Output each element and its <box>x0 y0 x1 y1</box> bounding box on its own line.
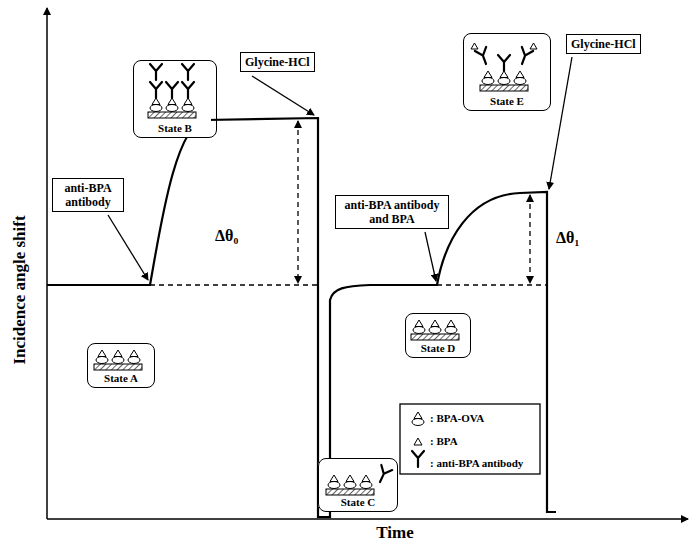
svg-use <box>475 47 492 66</box>
svg-use <box>166 82 178 98</box>
svg-use <box>411 320 459 340</box>
y-axis <box>46 8 48 519</box>
legend-text: : BPA-OVA <box>430 411 484 425</box>
legend-text: : anti-BPA antibody <box>430 456 523 470</box>
sensorgram-curve <box>47 118 556 517</box>
svg-use <box>182 64 194 80</box>
legend-frame <box>400 404 540 474</box>
callout-pointer <box>549 57 572 189</box>
svg-use <box>182 82 194 98</box>
callout-pointer <box>425 232 436 281</box>
state-box: State D <box>405 313 471 358</box>
legend-sample-bpa <box>414 438 422 445</box>
callout-box: anti-BPA antibody <box>52 178 124 212</box>
svg-polygon <box>530 43 537 49</box>
callout-text: Glycine-HCl <box>571 37 636 51</box>
callout-box: anti-BPA antibody and BPA <box>335 195 449 229</box>
delta-label: Δθ₀ <box>215 226 238 245</box>
svg-polygon <box>471 43 478 49</box>
svg-use <box>480 71 528 91</box>
state-label: State C <box>319 496 397 509</box>
callout-box: Glycine-HCl <box>240 52 315 72</box>
state-label: State B <box>134 122 216 135</box>
state-label: State A <box>88 372 154 385</box>
svg-use <box>150 82 162 98</box>
state-c-illustration <box>326 465 392 495</box>
state-d-illustration <box>411 320 459 340</box>
legend-sample-bpa-ova <box>412 412 424 426</box>
svg-polygon <box>414 412 422 419</box>
svg-ellipse <box>412 419 424 426</box>
state-b-illustration <box>148 64 196 118</box>
callout-text: anti-BPA antibody <box>57 181 119 209</box>
svg-use <box>148 98 196 118</box>
state-box: State C <box>318 458 398 512</box>
delta-label: Δθ₁ <box>556 228 579 247</box>
x-axis <box>47 518 688 520</box>
svg-use <box>375 465 393 485</box>
svg-use <box>326 475 374 495</box>
svg-use <box>498 55 510 71</box>
svg-use <box>516 47 533 66</box>
axis-title: Time <box>376 523 413 543</box>
state-a-illustration <box>94 350 142 370</box>
axis-title: Incidence angle shift <box>10 215 30 364</box>
callout-text: anti-BPA antibody and BPA <box>340 198 444 226</box>
legend-text: : BPA <box>430 434 458 448</box>
delta-arrow <box>297 121 298 283</box>
state-box: State B <box>133 60 217 138</box>
state-box: State E <box>463 33 551 111</box>
svg-use <box>94 350 142 370</box>
baseline-dashed <box>150 284 547 285</box>
callout-text: Glycine-HCl <box>245 55 310 69</box>
legend-sample-antibody <box>412 451 424 467</box>
state-label: State E <box>464 95 550 108</box>
state-label: State D <box>406 342 470 355</box>
delta-arrow <box>529 195 530 283</box>
state-box: State A <box>87 343 155 388</box>
state-e-illustration <box>471 43 537 91</box>
svg-use <box>150 64 162 80</box>
callout-box: Glycine-HCl <box>566 34 641 54</box>
callout-pointer <box>252 76 314 115</box>
callout-pointer <box>108 215 148 280</box>
